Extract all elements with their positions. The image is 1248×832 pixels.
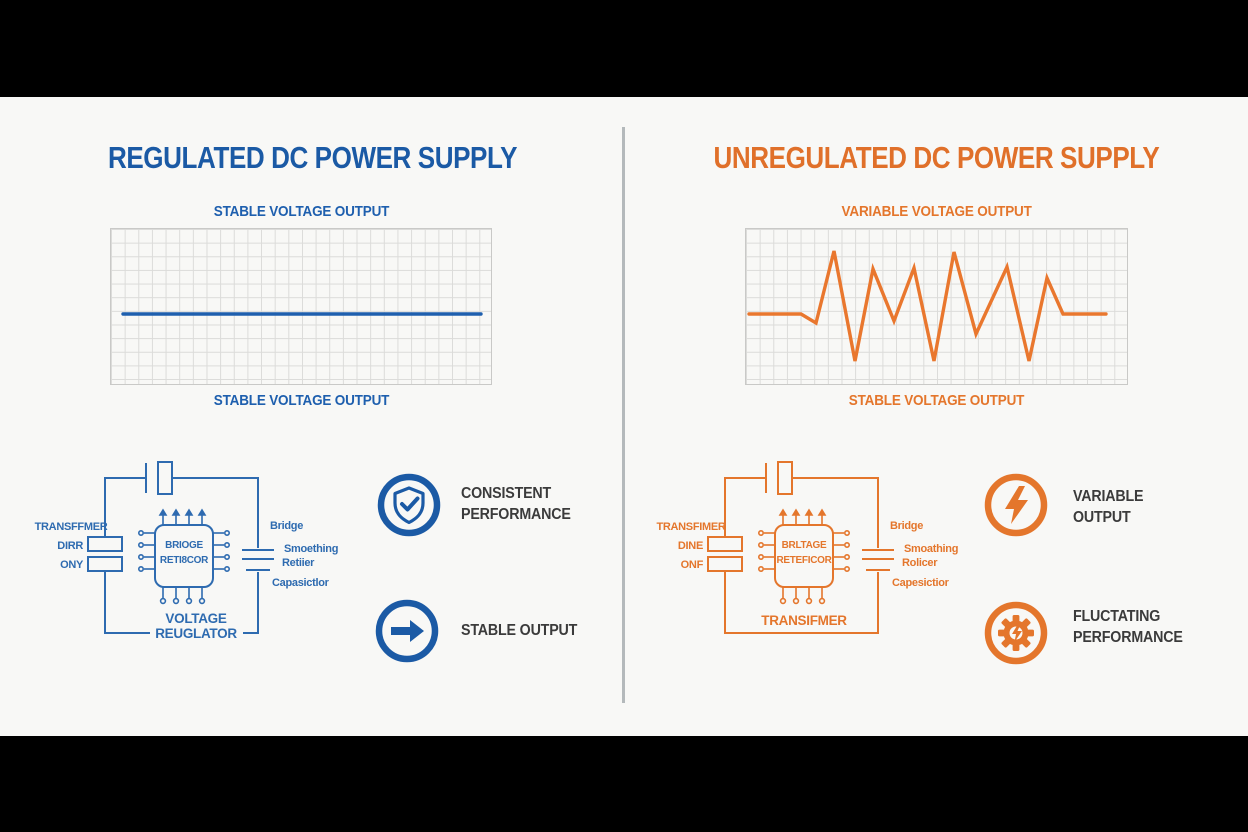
left-chart-bottom-label: STABLE VOLTAGE OUTPUT xyxy=(213,392,389,409)
gear-icon xyxy=(984,601,1048,665)
right-smoothing-label-2: Rolicer xyxy=(902,557,938,569)
right-transformer-bottom-label: TRANSIFMER xyxy=(761,613,847,628)
fluctuating-line xyxy=(747,250,1108,362)
variable-voltage-chart xyxy=(745,228,1128,385)
left-chip-line-1: BRIOGE xyxy=(165,540,203,551)
chip-pins xyxy=(138,508,231,605)
left-regulator-label-1: VOLTAGE xyxy=(165,611,226,626)
left-feature-2-label: STABLE OUTPUT xyxy=(461,622,578,639)
stable-voltage-waveform xyxy=(121,312,483,316)
arrow-right-icon xyxy=(375,599,439,663)
right-chip-line-1: BRLTAGE xyxy=(782,540,827,551)
right-chart-top-label: VARIABLE VOLTAGE OUTPUT xyxy=(841,203,1032,220)
right-winding-label-1: DINE xyxy=(678,540,703,552)
right-smoothing-label-1: Smoathing xyxy=(904,543,958,555)
right-panel-title: UNREGULATED DC POWER SUPPLY xyxy=(713,140,1159,175)
variable-voltage-waveform xyxy=(747,250,1108,362)
left-smoothing-label-1: Smoething xyxy=(284,543,338,555)
left-winding-label-2: ONY xyxy=(60,559,84,571)
top-letterbox-bar xyxy=(0,0,1248,97)
right-winding-label-2: ONF xyxy=(681,559,704,571)
left-bridge-label: Bridge xyxy=(270,520,303,532)
left-transformer-label: TRANSFFMER xyxy=(35,521,108,533)
chip-pins xyxy=(758,508,851,605)
right-chart-bottom-label: STABLE VOLTAGE OUTPUT xyxy=(848,392,1025,409)
left-capacitor-label: Capasictlor xyxy=(272,577,330,589)
regulated-circuit-diagram: TRANSFFMER DIRR ONY BRIOGE RETI8COR Brid… xyxy=(35,461,338,641)
left-chart-top-label: STABLE VOLTAGE OUTPUT xyxy=(213,203,389,220)
left-smoothing-label-2: Retiier xyxy=(282,557,315,569)
left-panel-title: REGULATED DC POWER SUPPLY xyxy=(107,140,517,175)
lightning-bolt-icon xyxy=(984,473,1048,537)
left-winding-label-1: DIRR xyxy=(57,540,83,552)
right-bridge-label: Bridge xyxy=(890,520,923,532)
panel-divider xyxy=(622,127,625,703)
left-chip-line-2: RETI8COR xyxy=(160,555,209,566)
right-capacitor-label: Capesictior xyxy=(892,577,950,589)
left-regulator-label-2: REUGLATOR xyxy=(155,626,237,641)
right-transformer-label: TRANSFIMER xyxy=(656,521,725,533)
unregulated-circuit-diagram: TRANSFIMER DINE ONF BRLTAGE RETEFICOR Br… xyxy=(656,461,958,634)
right-chip-line-2: RETEFICOR xyxy=(776,555,832,566)
bottom-letterbox-bar xyxy=(0,736,1248,832)
stable-voltage-chart xyxy=(110,228,492,385)
shield-check-icon xyxy=(377,473,441,537)
